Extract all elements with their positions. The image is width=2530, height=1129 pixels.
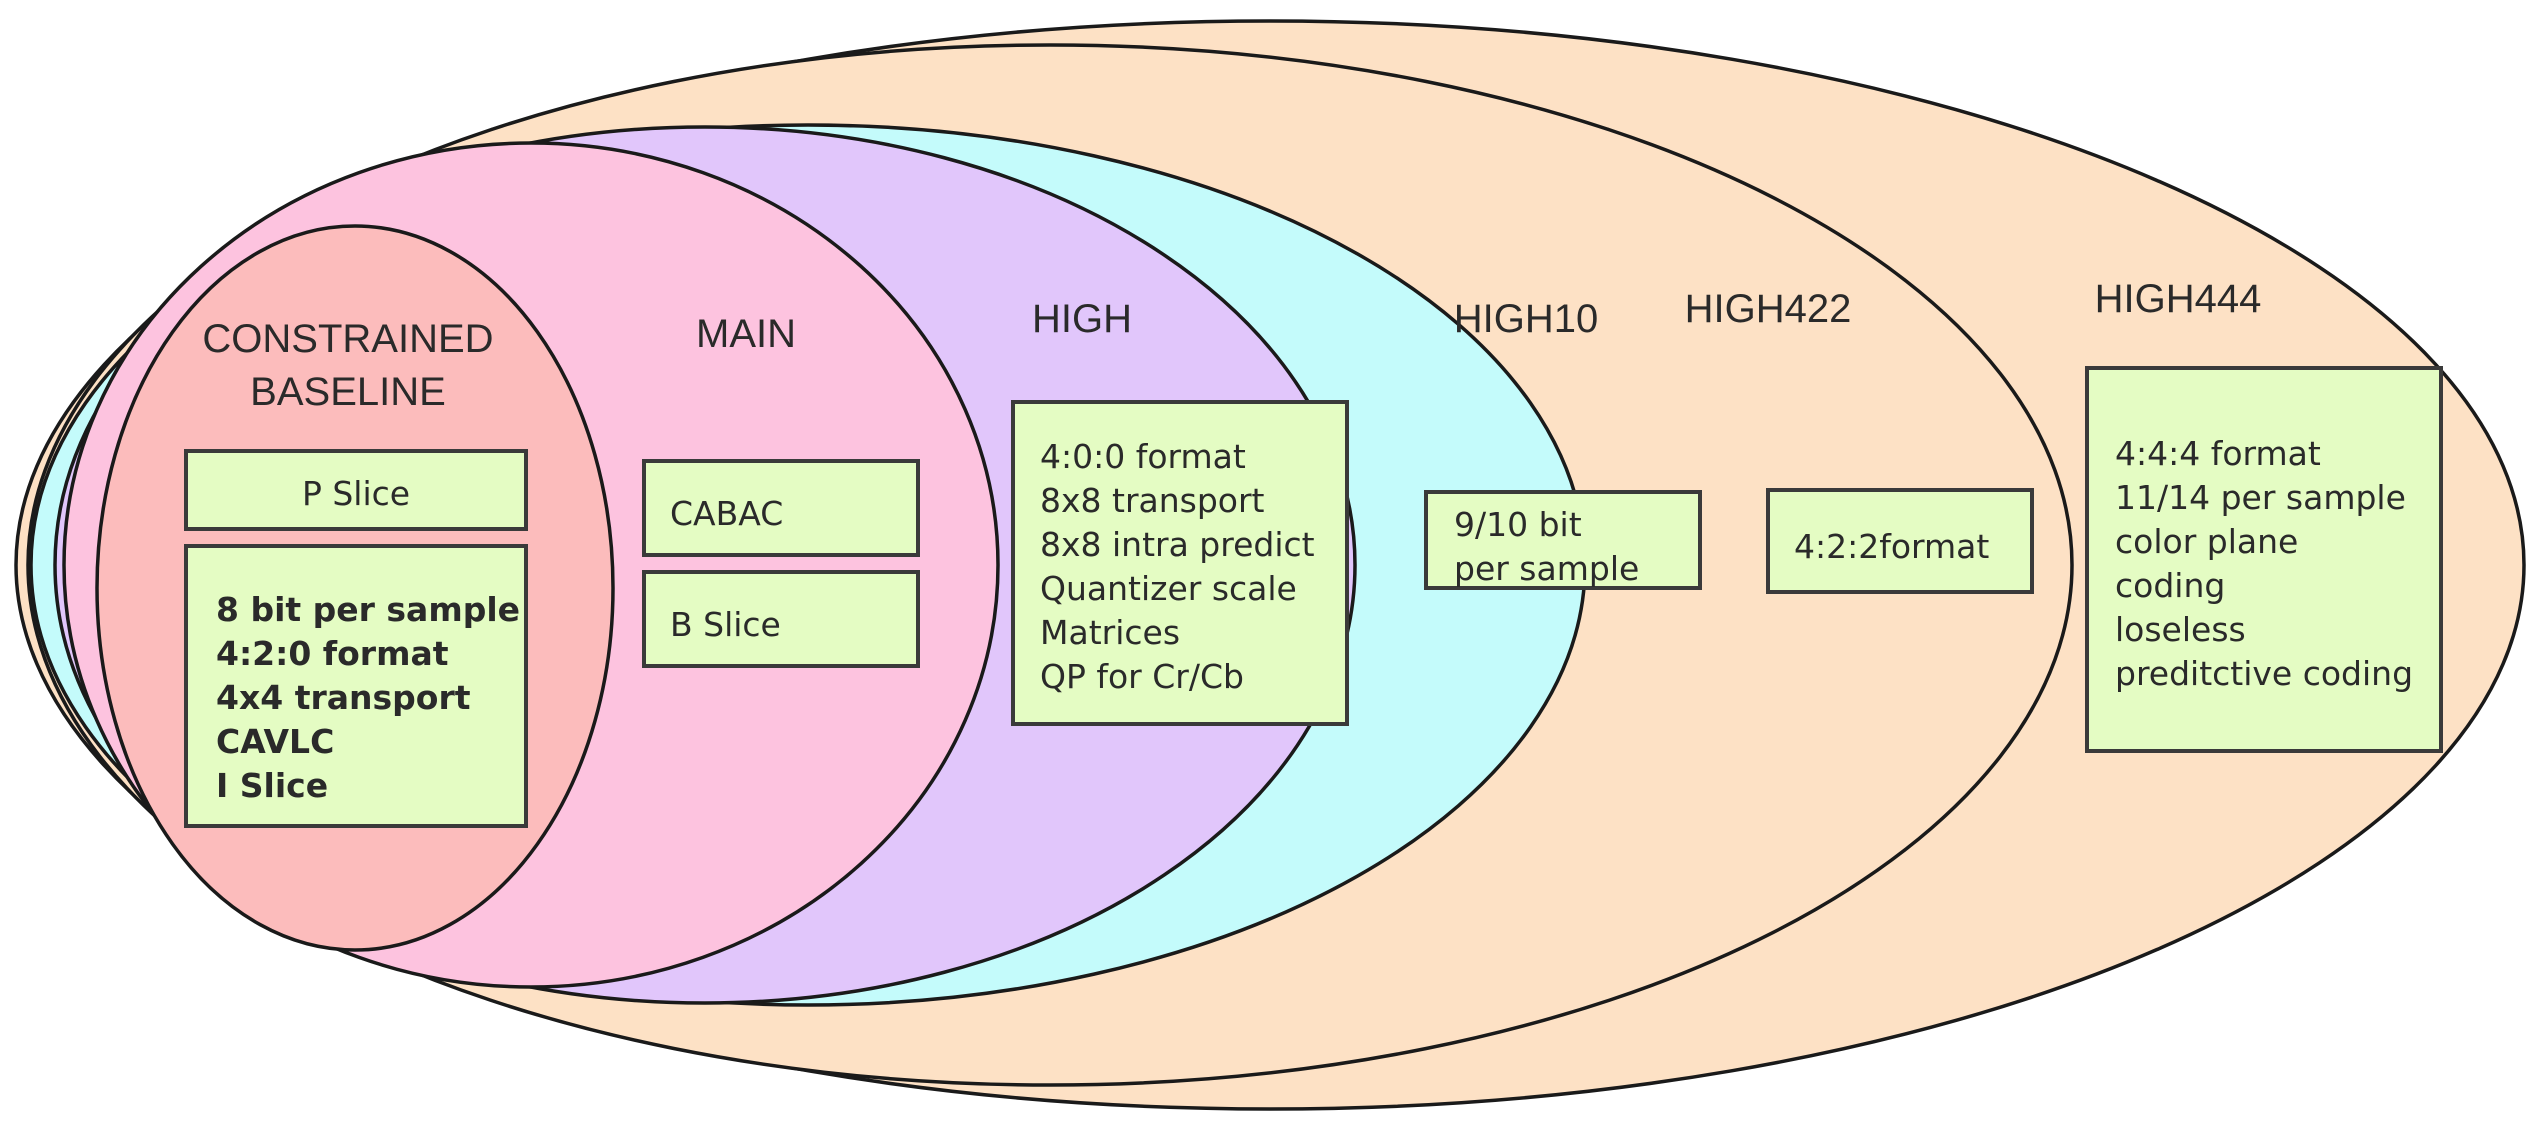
- constrained-baseline-title-line-1: CONSTRAINED: [202, 317, 493, 361]
- feature-box-p-slice: [184, 449, 528, 531]
- profile-main: MAIN CABAC B Slice: [642, 312, 920, 668]
- high-title: HIGH: [1032, 297, 1132, 341]
- profile-high10: HIGH10 9/10 bit per sample: [1424, 297, 1702, 590]
- feature-quantizer-scale: Quantizer scale: [1040, 569, 1297, 608]
- feature-i-slice: I Slice: [216, 766, 328, 805]
- feature-box-high444-features: [2085, 366, 2443, 753]
- feature-11-14-per-sample: 11/14 per sample: [2115, 478, 2406, 517]
- feature-box-cabac: [642, 459, 920, 557]
- feature-qp-for-cr-cb: QP for Cr/Cb: [1040, 657, 1244, 696]
- feature-8x8-transport: 8x8 transport: [1040, 481, 1265, 520]
- feature-cavlc: CAVLC: [216, 722, 334, 761]
- feature-per-sample: per sample: [1454, 549, 1639, 588]
- feature-420-format: 4:2:0 format: [216, 634, 449, 673]
- constrained-baseline-title-line-2: BASELINE: [250, 370, 446, 414]
- feature-box-high10-features: [1424, 490, 1702, 590]
- feature-8x8-intra-predict: 8x8 intra predict: [1040, 525, 1315, 564]
- feature-box-baseline-features: [184, 544, 528, 828]
- feature-color-plane: color plane: [2115, 522, 2298, 561]
- feature-box-high422-features: [1766, 488, 2034, 594]
- feature-loseless: loseless: [2115, 610, 2246, 649]
- feature-box-high-features: [1011, 400, 1349, 726]
- high10-title: HIGH10: [1454, 297, 1599, 341]
- feature-box-b-slice: [642, 570, 920, 668]
- feature-preditctive-coding: preditctive coding: [2115, 654, 2413, 693]
- feature-b-slice: B Slice: [670, 605, 781, 644]
- high444-title: HIGH444: [2095, 277, 2262, 321]
- feature-422-format: 4:2:2format: [1794, 527, 1989, 566]
- feature-cabac: CABAC: [670, 494, 783, 533]
- profile-high422: HIGH422 4:2:2format: [1685, 287, 2034, 594]
- feature-matrices: Matrices: [1040, 613, 1180, 652]
- profile-high444: HIGH444 4:4:4 format 11/14 per sample co…: [2085, 277, 2443, 753]
- high422-title: HIGH422: [1685, 287, 1852, 331]
- feature-coding: coding: [2115, 566, 2225, 605]
- profile-high: HIGH 4:0:0 format 8x8 transport 8x8 intr…: [1011, 297, 1349, 726]
- profile-constrained-baseline: CONSTRAINED BASELINE P Slice 8 bit per s…: [184, 317, 528, 828]
- feature-444-format: 4:4:4 format: [2115, 434, 2321, 473]
- feature-4x4-transport: 4x4 transport: [216, 678, 471, 717]
- feature-400-format: 4:0:0 format: [1040, 437, 1246, 476]
- feature-9-10-bit: 9/10 bit: [1454, 505, 1582, 544]
- feature-8-bit-per-sample: 8 bit per sample: [216, 590, 520, 629]
- main-title: MAIN: [696, 312, 796, 356]
- feature-p-slice: P Slice: [302, 474, 410, 513]
